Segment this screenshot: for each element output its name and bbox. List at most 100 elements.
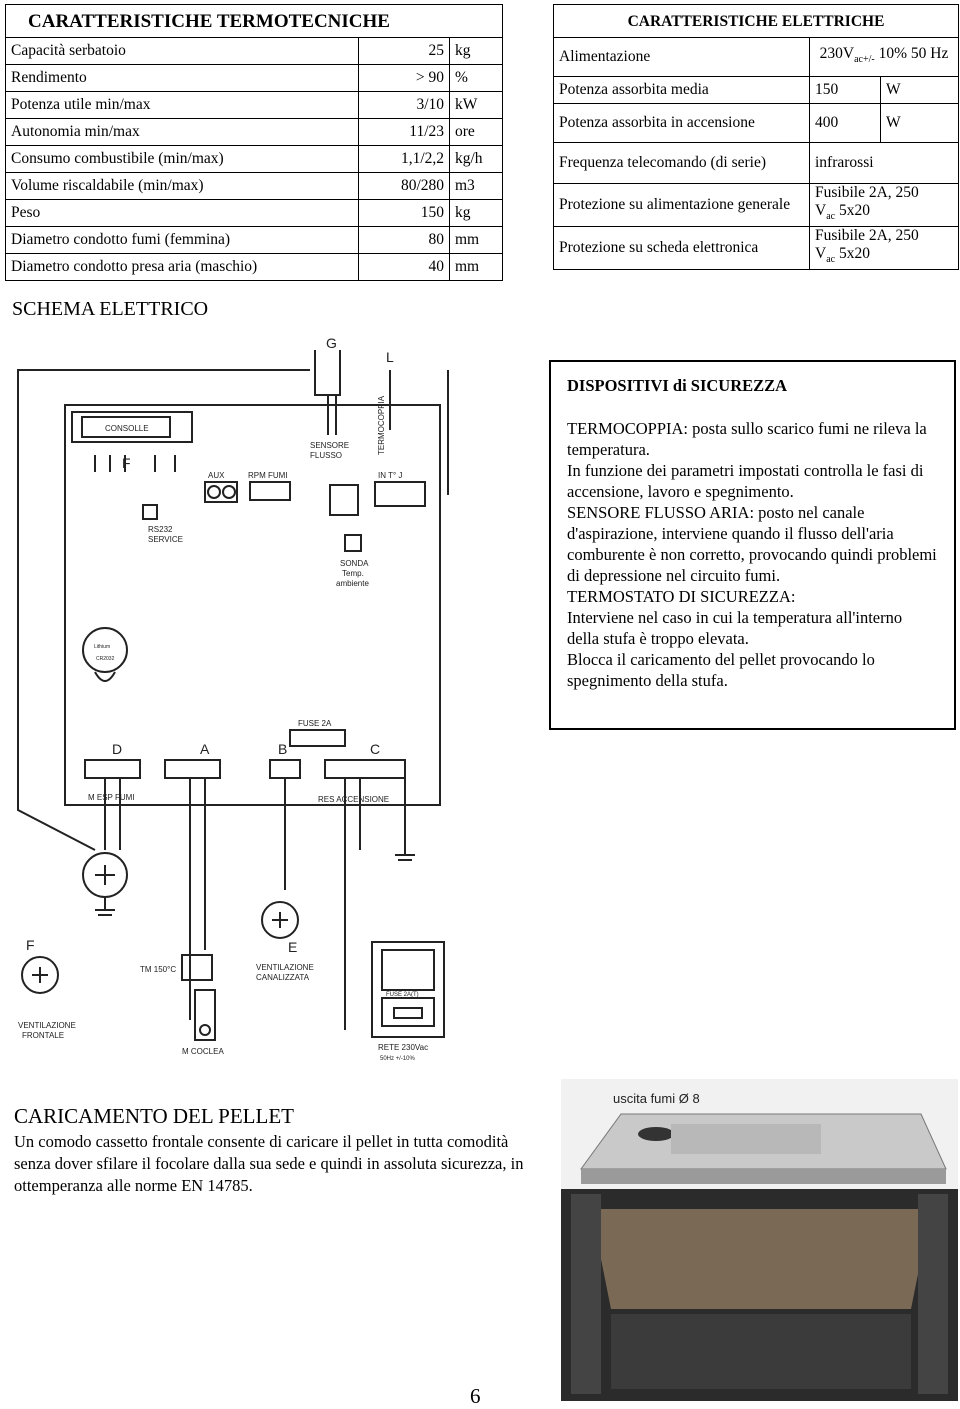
label-ambiente: ambiente	[336, 579, 369, 588]
safety-line: Blocca il caricamento del pellet provoca…	[567, 650, 875, 690]
termo-label: Volume riscaldabile (min/max)	[5, 172, 359, 200]
label-res: RES ACCENSIONE	[318, 795, 389, 804]
label-fuse: FUSE 2A	[298, 719, 332, 728]
elet-label: Frequenza telecomando (di serie)	[553, 142, 810, 184]
termo-label: Rendimento	[5, 64, 359, 92]
electrical-table: CARATTERISTICHE ELETTRICHE Alimentazione…	[553, 4, 959, 271]
termo-unit: %	[449, 64, 503, 92]
termo-label: Autonomia min/max	[5, 118, 359, 146]
label-cr2032: CR2032	[96, 656, 115, 662]
termo-unit: m3	[449, 172, 503, 200]
termo-value: > 90	[358, 64, 450, 92]
label-termocoppia: TERMOCOPPIA	[377, 395, 386, 455]
elet-unit: W	[880, 103, 959, 143]
elet-label: Protezione su scheda elettronica	[553, 226, 810, 271]
termo-label: Potenza utile min/max	[5, 91, 359, 119]
label-rete: RETE 230Vac	[378, 1043, 428, 1052]
thermotechnical-table: CARATTERISTICHE TERMOTECNICHE Capacità s…	[5, 4, 503, 281]
label-service: SERVICE	[148, 535, 183, 544]
label-f2: F	[26, 937, 35, 953]
label-consolle: CONSOLLE	[105, 424, 149, 433]
safety-line: In funzione dei parametri impostati cont…	[567, 461, 924, 501]
termo-value: 1,1/2,2	[358, 145, 450, 173]
pellet-title: CARICAMENTO DEL PELLET	[14, 1104, 294, 1128]
elet-value: infrarossi	[809, 142, 959, 184]
page-number: 6	[470, 1384, 481, 1408]
label-vent-can2: CANALIZZATA	[256, 973, 310, 982]
termo-unit: kg	[449, 37, 503, 65]
label-sensore: SENSORE	[310, 441, 349, 450]
label-coclea: M COCLEA	[182, 1047, 224, 1056]
elet-label: Potenza assorbita media	[553, 76, 810, 104]
elet-label: Protezione su alimentazione generale	[553, 182, 810, 228]
photo-label: uscita fumi Ø 8	[613, 1091, 700, 1106]
safety-line: Interviene nel caso in cui la temperatur…	[567, 608, 903, 648]
label-temp: Temp.	[342, 569, 364, 578]
label-sonda: SONDA	[340, 559, 369, 568]
termo-value: 25	[358, 37, 450, 65]
electrical-title: CARATTERISTICHE ELETTRICHE	[553, 4, 959, 38]
label-b: B	[278, 741, 287, 757]
label-g: G	[326, 335, 337, 351]
label-vent-can1: VENTILAZIONE	[256, 963, 314, 972]
termo-label: Consumo combustibile (min/max)	[5, 145, 359, 173]
label-in-t: IN T° J	[378, 471, 402, 480]
stove-photo: uscita fumi Ø 8	[561, 1079, 958, 1401]
elet-label: Alimentazione	[553, 37, 810, 77]
safety-line: TERMOCOPPIA: posta sullo scarico fumi ne…	[567, 419, 927, 459]
label-c: C	[370, 741, 380, 757]
label-rpm: RPM FUMI	[248, 471, 288, 480]
termo-label: Capacità serbatoio	[5, 37, 359, 65]
termo-value: 40	[358, 253, 450, 281]
label-l: L	[386, 349, 394, 365]
schema-title: SCHEMA ELETTRICO	[12, 298, 209, 320]
elet-value: 230Vac+/- 10% 50 Hz	[809, 37, 959, 77]
safety-title: DISPOSITIVI di SICUREZZA	[567, 376, 788, 395]
elet-unit: W	[880, 76, 959, 104]
termo-value: 80	[358, 226, 450, 254]
label-d: D	[112, 741, 122, 757]
termo-value: 11/23	[358, 118, 450, 146]
label-fuse2: FUSE 2A(T)	[386, 992, 419, 998]
thermotechnical-row: Rendimento> 90%	[5, 64, 503, 92]
termo-value: 3/10	[358, 91, 450, 119]
termo-value: 150	[358, 199, 450, 227]
label-vent-fr2: FRONTALE	[22, 1031, 64, 1040]
termo-label: Diametro condotto fumi (femmina)	[5, 226, 359, 254]
termo-unit: kg/h	[449, 145, 503, 173]
termo-unit: mm	[449, 226, 503, 254]
wiring-diagram: G L SENSORE FLUSSO TERMOCOPPIA CONSOLLE …	[17, 335, 449, 1062]
safety-devices-box: DISPOSITIVI di SICUREZZA TERMOCOPPIA: po…	[549, 360, 956, 730]
termo-value: 80/280	[358, 172, 450, 200]
label-e: E	[288, 939, 297, 955]
safety-line: SENSORE FLUSSO ARIA: posto nel canale d'…	[567, 503, 937, 585]
pellet-text: Un comodo cassetto frontale consente di …	[14, 1132, 524, 1195]
label-m-esp: M ESP FUMI	[88, 793, 135, 802]
label-f: F	[122, 455, 131, 471]
label-rs232: RS232	[148, 525, 173, 534]
termo-unit: kW	[449, 91, 503, 119]
label-aux: AUX	[208, 471, 225, 480]
termo-unit: mm	[449, 253, 503, 281]
label-tm: TM 150°C	[140, 965, 176, 974]
label-flusso: FLUSSO	[310, 451, 342, 460]
thermotechnical-title: CARATTERISTICHE TERMOTECNICHE	[5, 4, 503, 38]
elet-value: 150	[809, 76, 881, 104]
safety-line: TERMOSTATO DI SICUREZZA:	[567, 587, 796, 606]
label-a: A	[200, 741, 210, 757]
elet-value: 400	[809, 103, 881, 143]
termo-label: Diametro condotto presa aria (maschio)	[5, 253, 359, 281]
label-hz: 50Hz +/-10%	[380, 1056, 416, 1062]
thermotechnical-row: Diametro condotto presa aria (maschio)40…	[5, 253, 503, 281]
termo-label: Peso	[5, 199, 359, 227]
termo-unit: ore	[449, 118, 503, 146]
label-vent-fr1: VENTILAZIONE	[18, 1021, 76, 1030]
